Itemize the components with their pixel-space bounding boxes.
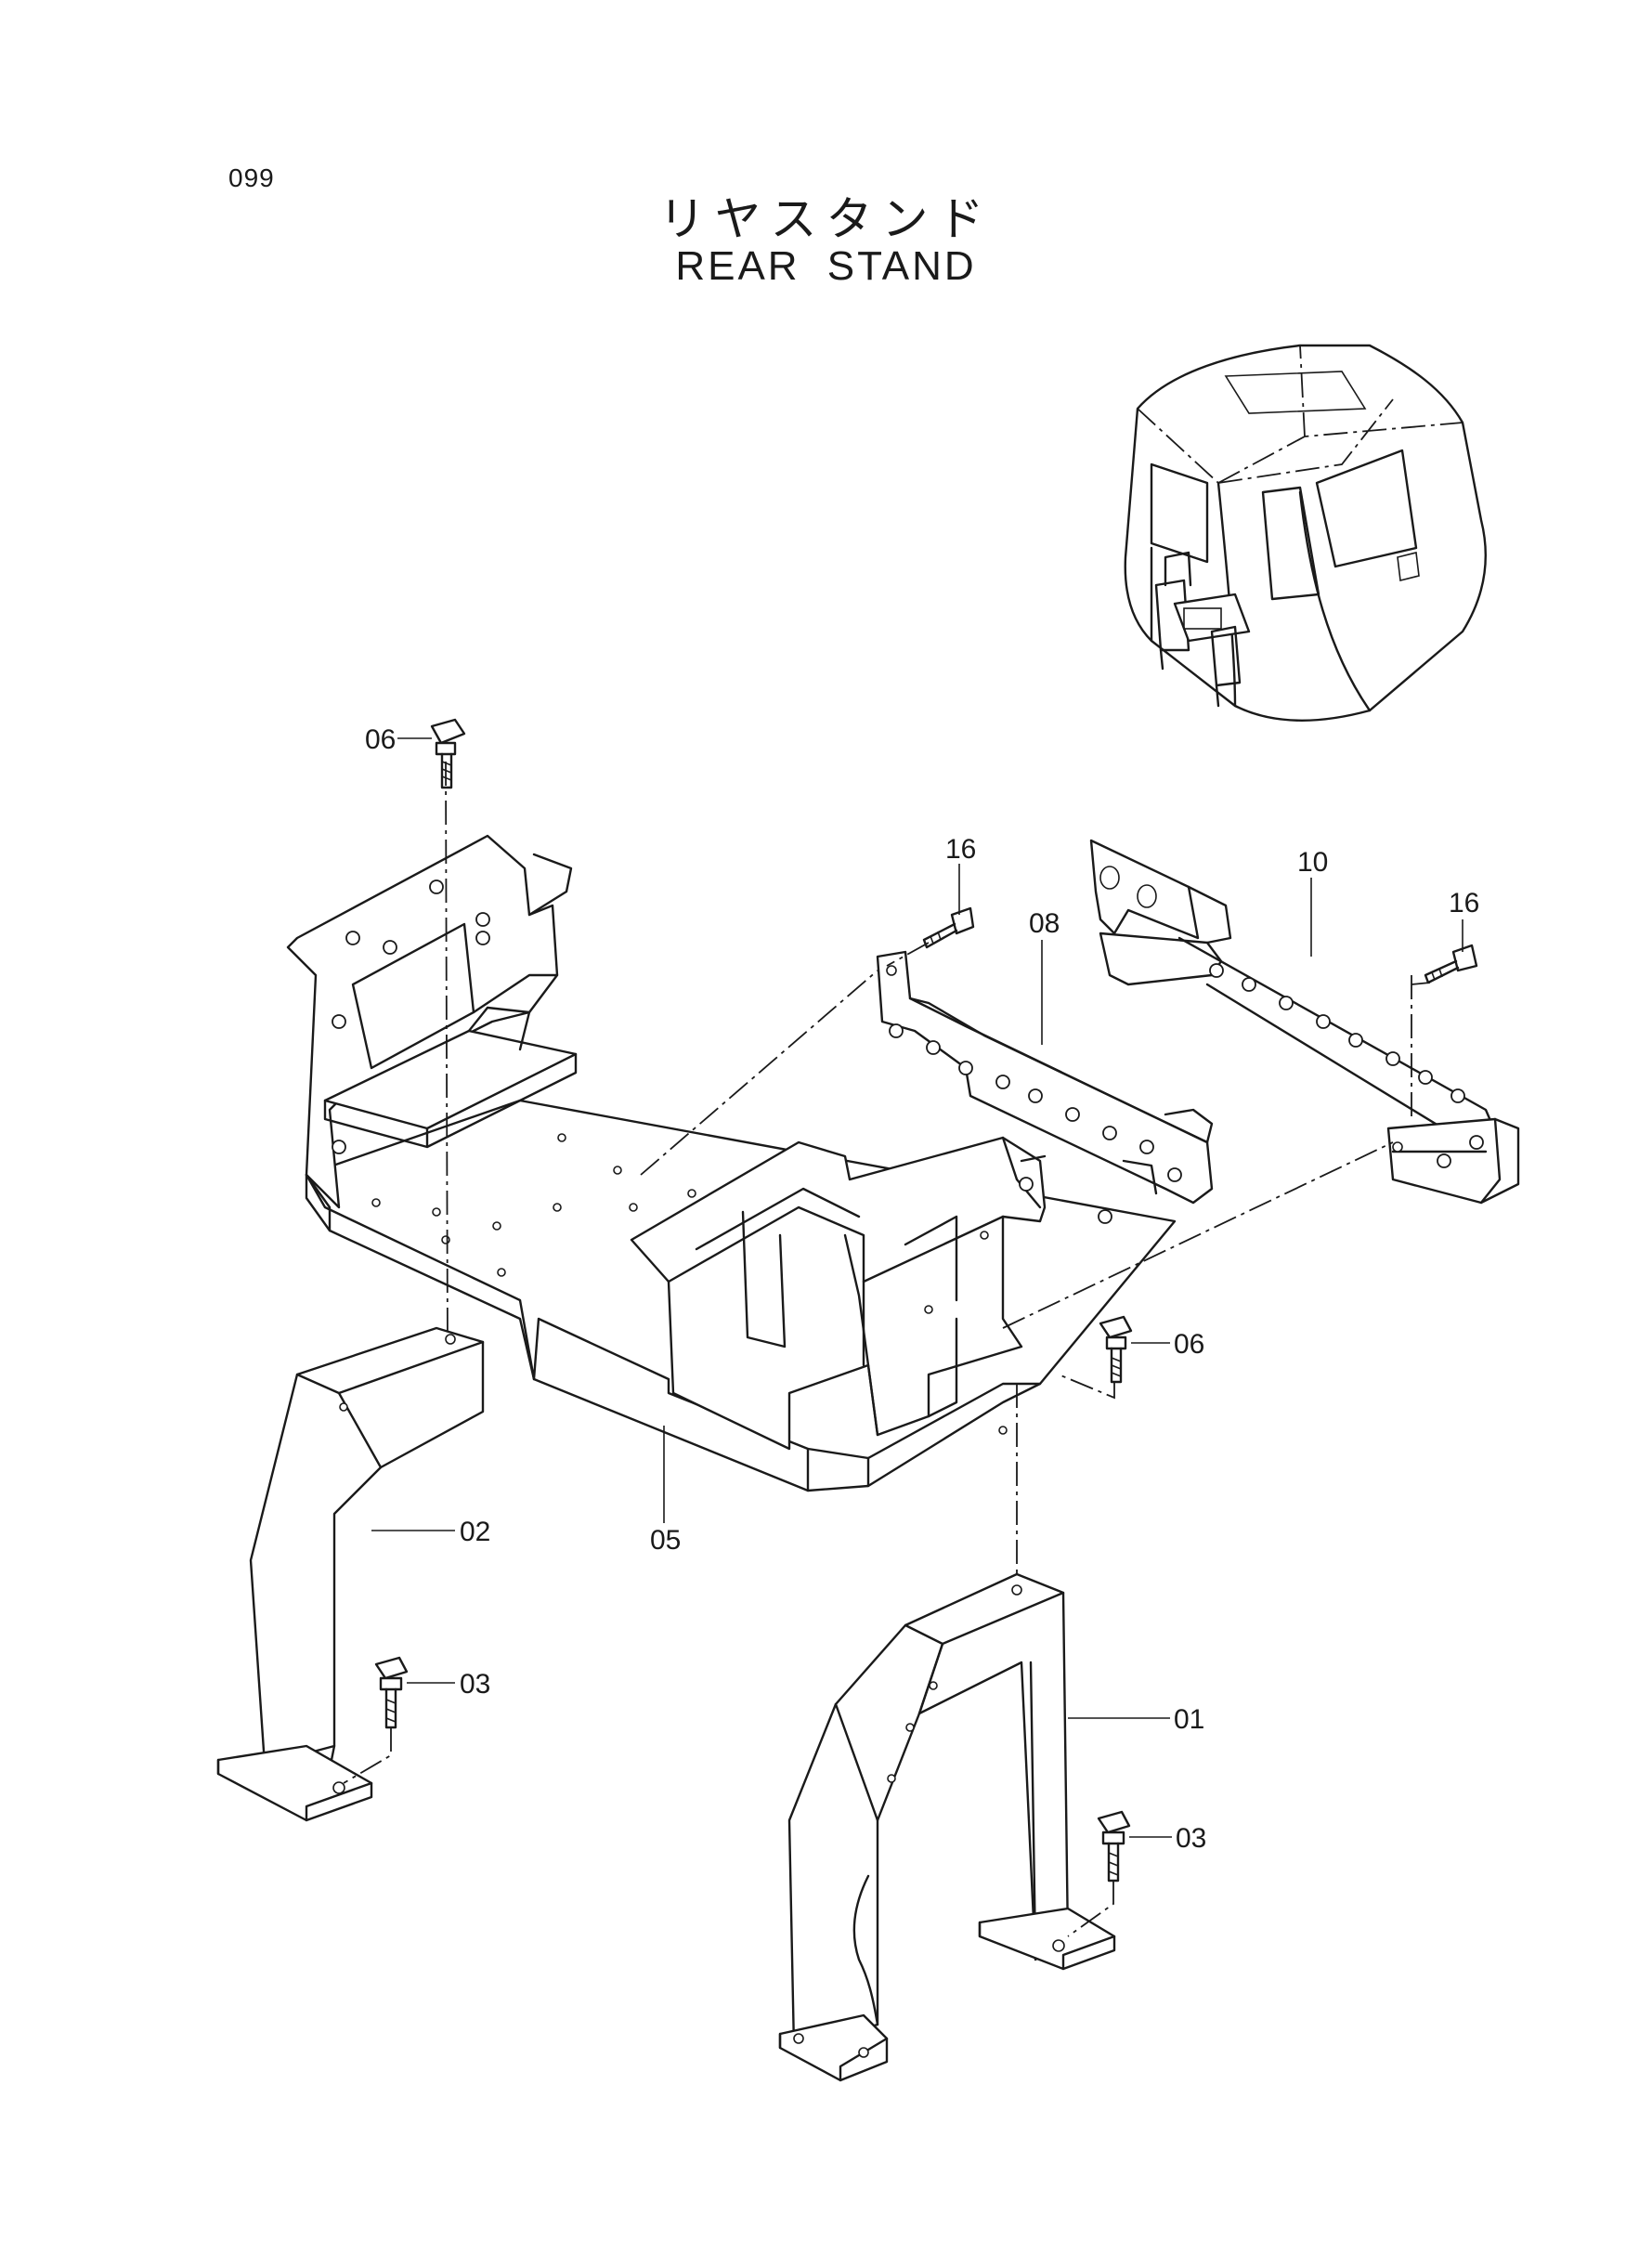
rear-bracket-part-10 (1089, 839, 1520, 1205)
callout-16-left: 16 (945, 834, 976, 865)
bolt-06-top (430, 718, 466, 789)
center-seat-support-box (630, 1136, 1112, 1451)
left-upright-bracket (286, 834, 578, 1209)
cab-locator-illustration (1124, 344, 1488, 722)
bolt-16-right (1424, 944, 1478, 984)
diagram-title-english: REAR STAND (675, 243, 977, 289)
callout-06-top: 06 (365, 724, 396, 755)
bolt-06-right (1099, 1315, 1133, 1384)
callout-08: 08 (1029, 908, 1060, 939)
diagram-title-japanese: リヤスタンド (658, 192, 994, 246)
bolt-03-left (374, 1656, 409, 1729)
bolt-insertion-lines (343, 942, 1431, 1937)
callout-01: 01 (1174, 1704, 1204, 1735)
left-leg-part-02 (216, 1326, 485, 1822)
callout-03-right: 03 (1176, 1823, 1206, 1854)
callout-10: 10 (1297, 847, 1328, 878)
leader-lines (371, 737, 1463, 1838)
rear-bracket-nuts (1209, 963, 1484, 1168)
bolt-03-right (1097, 1810, 1131, 1883)
callout-labels: 06 16 08 10 16 06 02 05 03 01 03 (365, 724, 1479, 1854)
callout-16-right: 16 (1449, 888, 1479, 919)
assembly-center-lines (445, 761, 1412, 1597)
page-number: 099 (228, 163, 275, 192)
mid-bracket-nuts (889, 1023, 1182, 1182)
bolt-16-left (922, 906, 975, 949)
left-bracket-nuts (332, 879, 490, 1154)
callout-06-right: 06 (1174, 1329, 1204, 1360)
right-leg-part-01 (778, 1572, 1116, 2082)
callout-05: 05 (650, 1525, 681, 1556)
mid-bracket-part-08 (876, 950, 1214, 1205)
callout-03-left: 03 (460, 1669, 490, 1700)
callout-02: 02 (460, 1517, 490, 1547)
